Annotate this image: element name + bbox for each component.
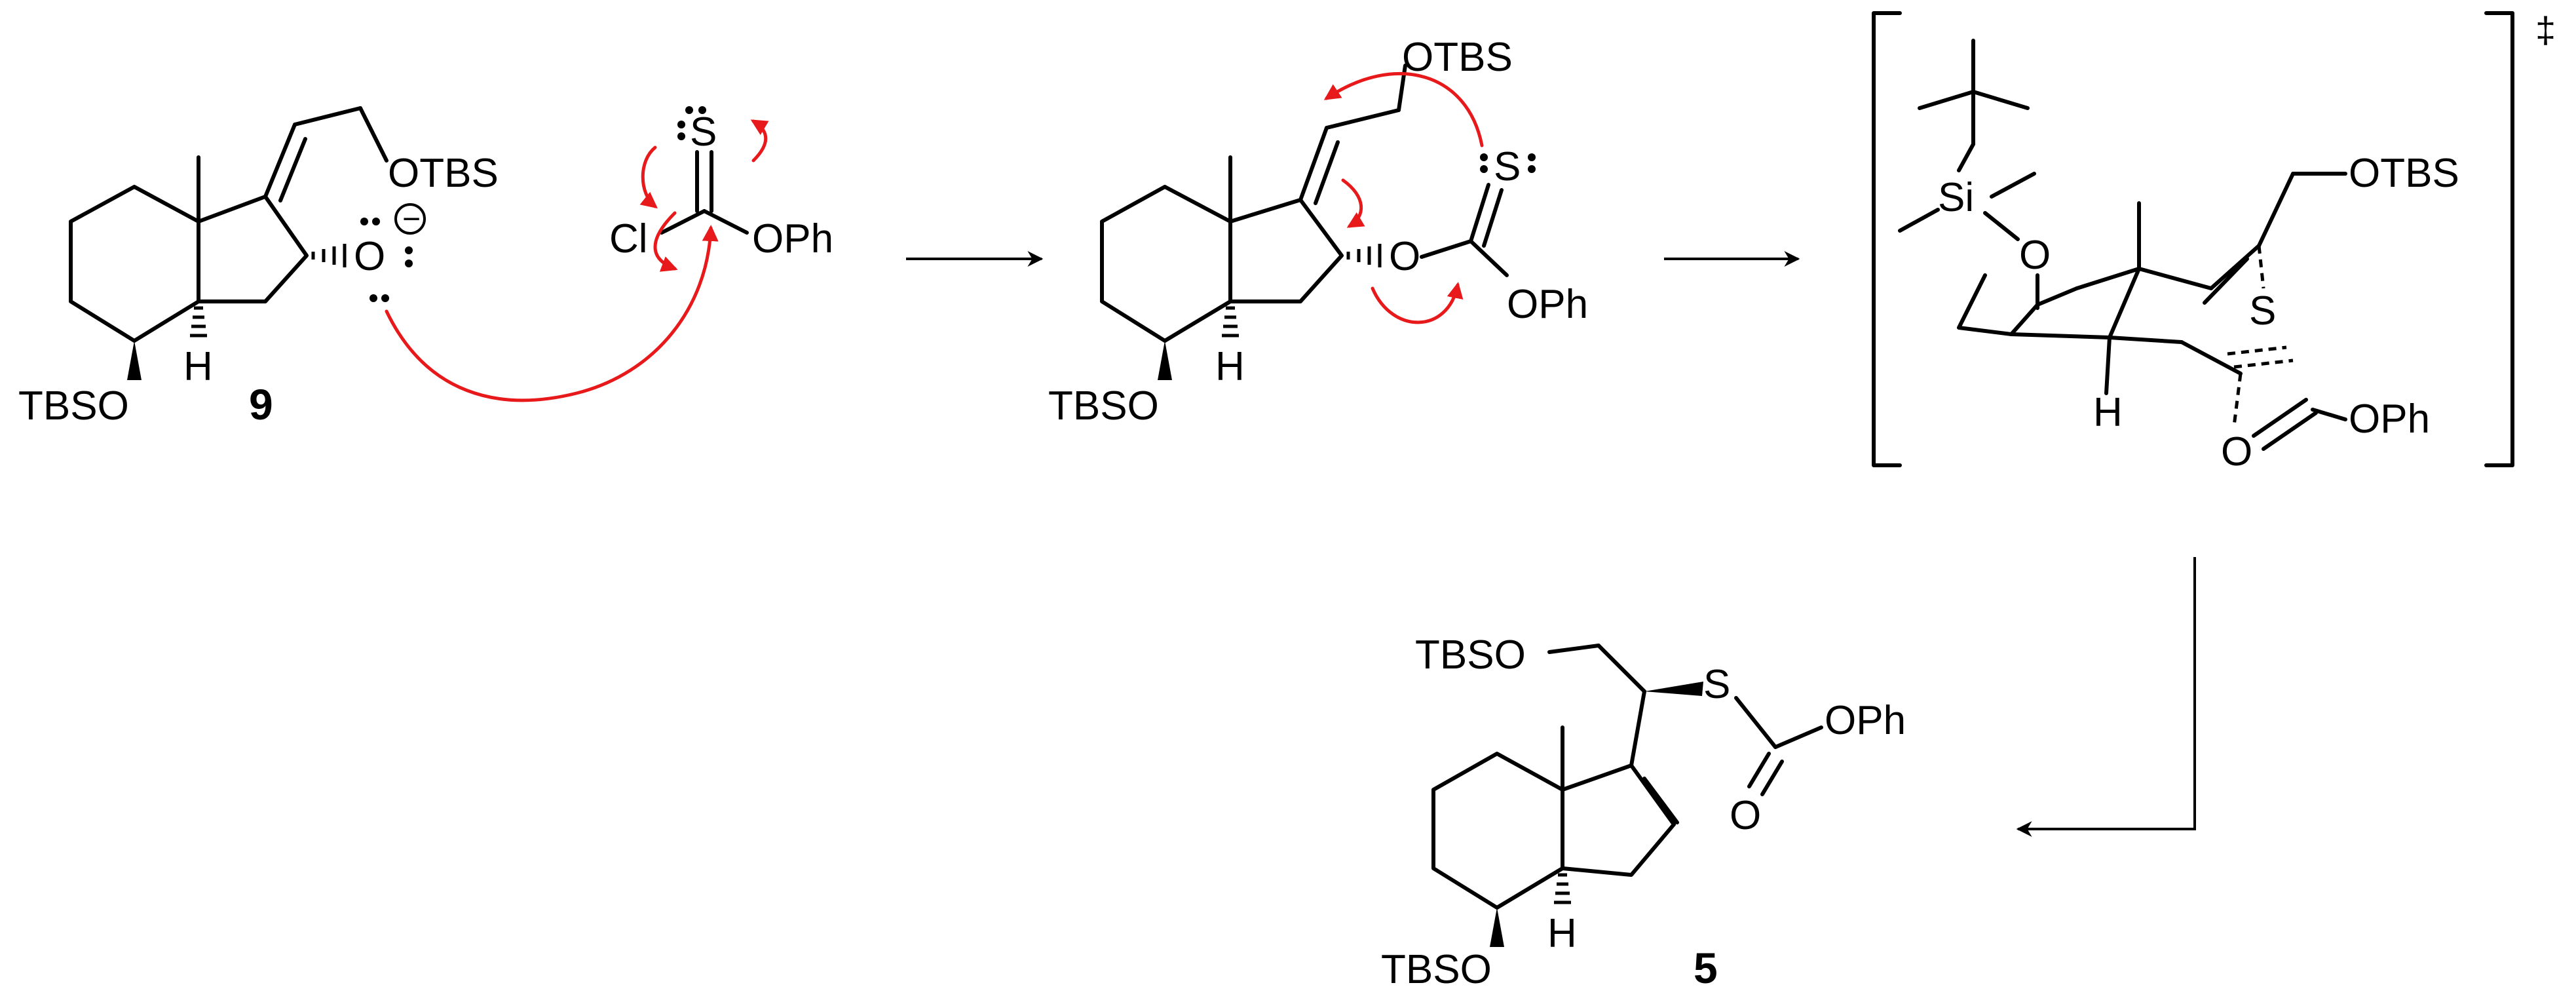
transition-state: ‡ Si O H OTBS S O bbox=[1872, 9, 2556, 474]
product-tbso-label-top: TBSO bbox=[1415, 632, 1526, 678]
ts-h-label: H bbox=[2093, 390, 2123, 435]
oph-label: OPh bbox=[752, 216, 833, 261]
oxide-label: O bbox=[354, 234, 385, 279]
compound-number-9: 9 bbox=[249, 380, 273, 429]
compound-5-structure: TBSO S OPh O H TBSO 5 bbox=[1381, 632, 1906, 992]
double-dagger: ‡ bbox=[2535, 9, 2556, 50]
thione-s-label: S bbox=[690, 109, 717, 155]
negative-charge: − bbox=[402, 202, 421, 237]
intermediate-o-label: O bbox=[1389, 234, 1420, 279]
product-tbso-label: TBSO bbox=[1381, 947, 1492, 992]
ts-oph-label: OPh bbox=[2349, 396, 2430, 442]
ts-right-bracket bbox=[2484, 11, 2514, 467]
tbso-label: TBSO bbox=[18, 383, 129, 429]
alkoxide-attack-arrow bbox=[385, 225, 719, 402]
sulfur-attack-arrow bbox=[1323, 71, 1484, 147]
ring-h-label: H bbox=[183, 344, 213, 389]
hashed-bond bbox=[311, 244, 347, 267]
compound-9-structure: OTBS O − H TBSO 9 bbox=[18, 106, 499, 429]
intermediate-tbso-label: TBSO bbox=[1048, 383, 1159, 429]
intermediate-s-label: S bbox=[1494, 144, 1521, 189]
ts-silyl-o-label: O bbox=[2019, 233, 2051, 278]
ts-otbs-label: OTBS bbox=[2349, 151, 2459, 196]
product-carbonyl-o-label: O bbox=[1730, 793, 1761, 838]
ring-alkene-bond bbox=[1642, 777, 1679, 824]
thionocarbonate-intermediate: OTBS O S OPh H TBSO bbox=[1048, 35, 1588, 429]
reaction-arrow-3 bbox=[2016, 557, 2196, 837]
product-h-label: H bbox=[1547, 911, 1577, 956]
product-oph-label: OPh bbox=[1825, 698, 1906, 743]
ts-s-label: S bbox=[2249, 288, 2276, 334]
otbs-label: OTBS bbox=[388, 151, 499, 196]
intermediate-oph-label: OPh bbox=[1507, 282, 1588, 327]
cyclopentane-ring bbox=[197, 195, 309, 303]
chlorothionoformate-structure: S Cl OPh bbox=[609, 106, 833, 261]
product-wedge-to-s bbox=[1644, 682, 1703, 696]
si-label: Si bbox=[1938, 175, 1974, 220]
intermediate-h-label: H bbox=[1215, 344, 1245, 389]
cyclohexane-ring bbox=[69, 185, 200, 343]
compound-number-5: 5 bbox=[1694, 944, 1718, 992]
ts-left-bracket bbox=[1872, 11, 1902, 467]
wedge-bond bbox=[127, 341, 142, 380]
product-s-label: S bbox=[1703, 662, 1730, 707]
ts-o-label: O bbox=[2221, 429, 2252, 474]
negative-charge-circle bbox=[394, 203, 426, 235]
intermediate-otbs-label: OTBS bbox=[1402, 35, 1513, 80]
chloro-label: Cl bbox=[609, 216, 648, 261]
